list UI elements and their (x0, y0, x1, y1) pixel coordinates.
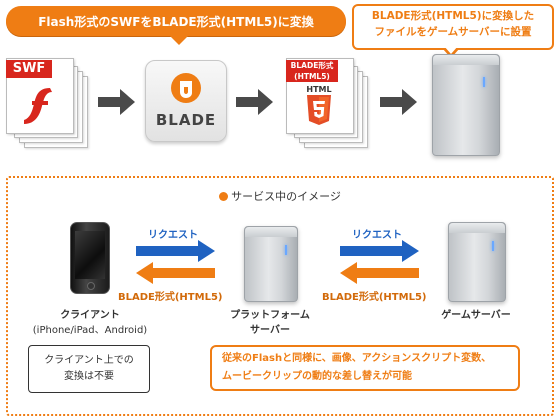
feature-line1: 従来のFlashと同様に、画像、アクションスクリプト変数、 (222, 353, 492, 364)
html5-shield-icon (307, 95, 331, 125)
smartphone-icon (70, 222, 110, 294)
server-icon (448, 222, 506, 302)
client-sub-label: (iPhone/iPad、Android) (32, 325, 148, 336)
server-icon (244, 226, 298, 302)
blade-logo-text: BLADE (155, 111, 217, 129)
arrow-right-icon (236, 89, 273, 115)
service-title: サービス中のイメージ (0, 188, 560, 204)
response-label-2: BLADE形式(HTML5) (322, 292, 427, 303)
response-label-1: BLADE形式(HTML5) (118, 292, 223, 303)
platform-label-line2: サーバー (250, 325, 290, 336)
deploy-callout-line1: BLADE形式(HTML5)に変換した (371, 10, 535, 22)
swf-tag-label: SWF (12, 61, 46, 76)
swf-file-stack: SWF (6, 58, 88, 150)
arrow-right-icon (98, 89, 135, 115)
note-line1: クライアント上での (44, 355, 134, 366)
feature-note: 従来のFlashと同様に、画像、アクションスクリプト変数、 ムービークリップの動… (210, 345, 520, 391)
client-label: クライアント (60, 310, 120, 321)
no-client-conversion-note: クライアント上での 変換は不要 (28, 345, 150, 393)
feature-line2: ムービークリップの動的な差し替えが可能 (222, 371, 412, 382)
blade-logo-icon (171, 73, 201, 103)
html5-tag-line2: (HTML5) (294, 72, 330, 81)
arrow-left-icon (340, 262, 419, 284)
arrow-left-icon (136, 262, 215, 284)
conversion-banner-text: Flash形式のSWFをBLADE形式(HTML5)に変換 (38, 14, 314, 29)
deploy-callout: BLADE形式(HTML5)に変換した ファイルをゲームサーバーに設置 (352, 4, 554, 58)
arrow-right-icon (380, 89, 417, 115)
bullet-dot-icon (219, 192, 229, 201)
arrow-right-icon (340, 240, 419, 262)
flash-icon (24, 88, 52, 124)
request-label-2: リクエスト (352, 230, 402, 241)
request-label-1: リクエスト (148, 230, 198, 241)
service-title-text: サービス中のイメージ (231, 190, 341, 203)
deploy-callout-line2: ファイルをゲームサーバーに設置 (374, 26, 532, 38)
html5-tag-line1: BLADE形式 (290, 61, 334, 70)
blade-converter-box: BLADE (145, 60, 227, 142)
swf-tag: SWF (6, 60, 52, 78)
conversion-banner: Flash形式のSWFをBLADE形式(HTML5)に変換 (6, 6, 346, 45)
arrow-right-icon (136, 240, 215, 262)
html5-tag: BLADE形式 (HTML5) (286, 60, 338, 82)
html5-file-stack: BLADE形式 (HTML5) HTML (286, 58, 368, 150)
note-line2: 変換は不要 (63, 371, 114, 382)
html5-word: HTML (306, 85, 332, 94)
game-server-label: ゲームサーバー (441, 310, 511, 321)
platform-label-line1: プラットフォーム (230, 310, 310, 321)
server-icon (432, 54, 500, 156)
